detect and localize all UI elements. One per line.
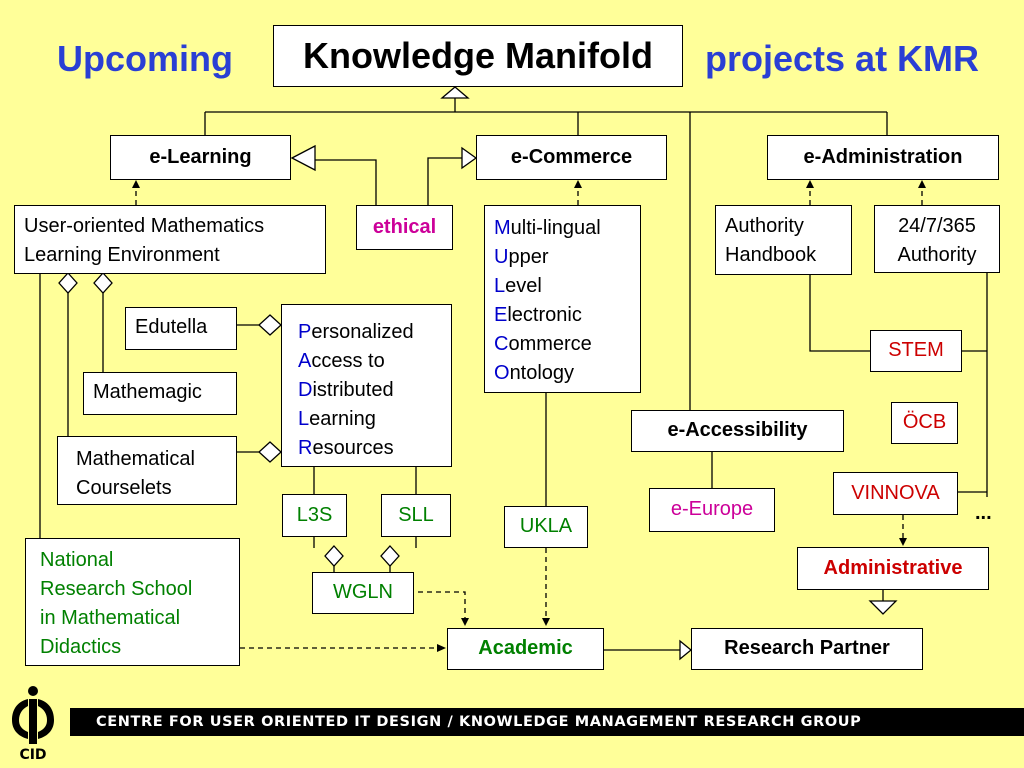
padlr-line: Resources (298, 434, 442, 463)
acronym-rest: lectronic (507, 304, 582, 326)
nrs-node[interactable]: National Research School in Mathematical… (25, 538, 240, 666)
acronym-initial: R (298, 437, 313, 459)
acronym-initial: U (494, 246, 509, 268)
acronym-initial: C (494, 333, 509, 355)
edutella-node[interactable]: Edutella (125, 307, 237, 350)
acronym-rest: istributed (312, 379, 394, 401)
authority-handbook-node[interactable]: Authority Handbook (715, 205, 852, 275)
padlr-line: Learning (298, 405, 442, 434)
sll-node[interactable]: SLL (381, 494, 451, 537)
nrs-line: Research School (40, 578, 193, 600)
research-partner-triangle (868, 600, 898, 615)
vinnova-node[interactable]: VINNOVA (833, 472, 958, 515)
acronym-initial: A (298, 350, 312, 372)
acronym-initial: E (494, 304, 508, 326)
ethical-node[interactable]: ethical (356, 205, 453, 250)
acronym-rest: ersonalized (311, 321, 414, 343)
courselets-line: Courselets (76, 477, 172, 499)
administrative-node[interactable]: Administrative (797, 547, 989, 590)
acronym-rest: ulti-lingual (510, 217, 601, 239)
footer-bar: CENTRE FOR USER ORIENTED IT DESIGN / KNO… (70, 708, 1024, 736)
e-learning-inherit-triangle (290, 144, 316, 172)
acronym-rest: ccess to (311, 350, 385, 372)
authority-247-line: Authority (897, 244, 977, 266)
stem-node[interactable]: STEM (870, 330, 962, 372)
title-projects: projects at KMR (705, 38, 980, 79)
aggregation-diamond (380, 545, 400, 567)
authority-247-node[interactable]: 24/7/365 Authority (874, 205, 1000, 273)
aggregation-diamond (258, 441, 282, 463)
acronym-initial: M (494, 217, 511, 239)
e-learning-node[interactable]: e-Learning (110, 135, 291, 180)
acronym-initial: O (494, 362, 510, 384)
e-accessibility-node[interactable]: e-Accessibility (631, 410, 844, 452)
acronym-initial: L (298, 408, 310, 430)
courselets-line: Mathematical (76, 448, 195, 470)
acronym-initial: D (298, 379, 313, 401)
authority-handbook-line: Authority (725, 215, 804, 237)
aggregation-diamond (324, 545, 344, 567)
mulleco-line: Upper (494, 243, 631, 272)
ocb-node[interactable]: ÖCB (891, 402, 958, 444)
acronym-rest: earning (309, 408, 376, 430)
authority-handbook-line: Handbook (725, 244, 817, 266)
aggregation-diamond (58, 272, 78, 294)
nrs-line: National (40, 549, 114, 571)
mulleco-line: Multi-lingual (494, 214, 631, 243)
acronym-rest: ntology (509, 362, 575, 384)
e-commerce-inherit-triangle (461, 146, 478, 170)
umle-node[interactable]: User-oriented Mathematics Learning Envir… (14, 205, 326, 274)
aggregation-diamond (93, 272, 113, 294)
padlr-line: Access to (298, 347, 442, 376)
e-administration-node[interactable]: e-Administration (767, 135, 999, 180)
acronym-initial: L (494, 275, 506, 297)
km-inherit-triangle (440, 86, 470, 99)
mulleco-line: Commerce (494, 330, 631, 359)
acronym-initial: P (298, 321, 312, 343)
acronym-rest: pper (508, 246, 549, 268)
academic-node[interactable]: Academic (447, 628, 604, 670)
padlr-line: Personalized (298, 318, 442, 347)
acronym-rest: ommerce (508, 333, 592, 355)
courselets-node[interactable]: Mathematical Courselets (57, 436, 237, 505)
umle-line: User-oriented Mathematics (24, 215, 265, 237)
nrs-line: in Mathematical (40, 607, 181, 629)
mulleco-line: Ontology (494, 359, 631, 388)
e-commerce-node[interactable]: e-Commerce (476, 135, 667, 180)
nrs-line: Didactics (40, 636, 122, 658)
mathemagic-node[interactable]: Mathemagic (83, 372, 237, 415)
logo-text: CID (19, 747, 46, 763)
academic-research-arrow (679, 639, 693, 661)
title-knowledge-manifold[interactable]: Knowledge Manifold (273, 25, 683, 87)
mulleco-node[interactable]: Multi-lingual Upper Level Electronic Com… (484, 205, 641, 393)
title-upcoming: Upcoming (57, 38, 233, 79)
wgln-node[interactable]: WGLN (312, 572, 414, 614)
research-partner-node[interactable]: Research Partner (691, 628, 923, 670)
l3s-node[interactable]: L3S (282, 494, 347, 537)
aggregation-diamond (258, 314, 282, 336)
authority-247-line: 24/7/365 (898, 215, 976, 237)
e-europe-node[interactable]: e-Europe (649, 488, 775, 532)
mulleco-line: Level (494, 272, 631, 301)
cid-logo: CID (12, 686, 54, 763)
mulleco-line: Electronic (494, 301, 631, 330)
umle-line: Learning Environment (24, 244, 220, 266)
padlr-line: Distributed (298, 376, 442, 405)
padlr-node[interactable]: Personalized Access to Distributed Learn… (281, 304, 452, 467)
acronym-rest: esources (312, 437, 394, 459)
acronym-rest: evel (505, 275, 542, 297)
more-ellipsis: ... (975, 502, 992, 524)
ukla-node[interactable]: UKLA (504, 506, 588, 548)
